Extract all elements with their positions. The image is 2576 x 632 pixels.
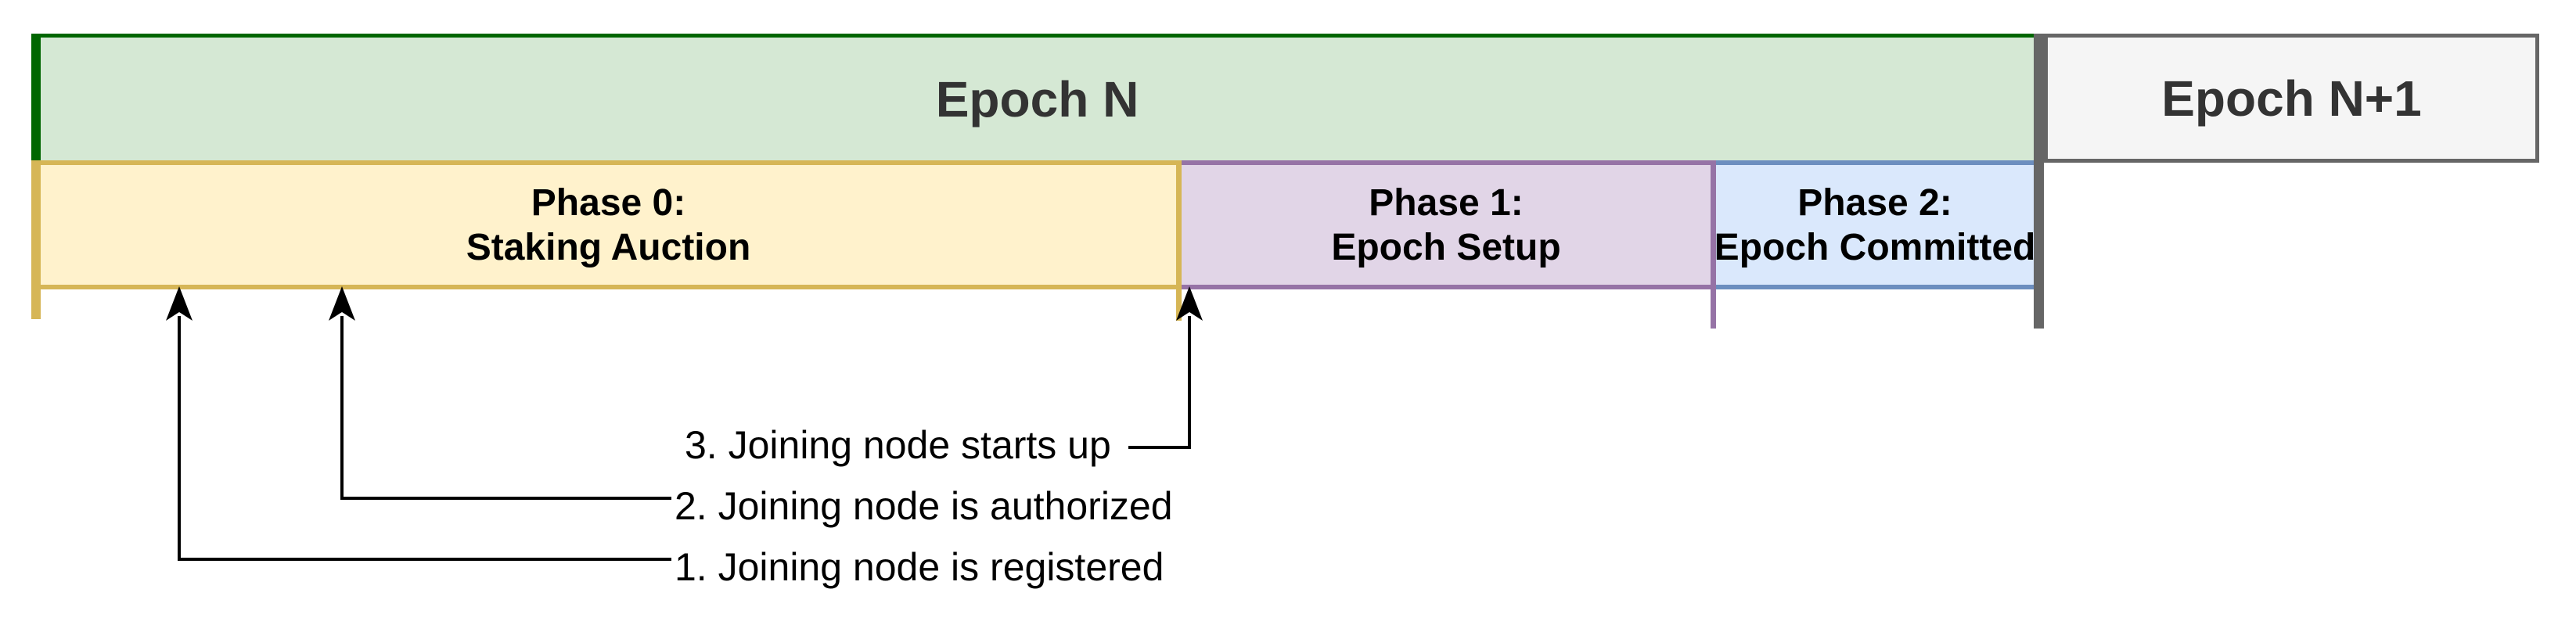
phase-0-label-line1: Phase 0: [531, 181, 686, 224]
annotation-joining-node-registered: 1. Joining node is registered [675, 545, 1164, 589]
annotation-joining-node-authorized: 2. Joining node is authorized [675, 484, 1173, 528]
phase-row-left-bar [31, 160, 41, 319]
phase-1-box: Phase 1: Epoch Setup [1182, 160, 1716, 289]
phase-0-box: Phase 0: Staking Auction [41, 160, 1182, 289]
phase-0-label-line2: Staking Auction [466, 226, 751, 268]
epoch-n1-box: Epoch N+1 [2044, 34, 2539, 163]
epoch-n1-label: Epoch N+1 [2161, 70, 2422, 127]
arrow-1-line [178, 316, 671, 561]
phase0-boundary-tail [1176, 288, 1182, 321]
arrow-1-head-icon [166, 286, 192, 321]
phase-0-label: Phase 0: Staking Auction [466, 181, 751, 270]
phase-2-label: Phase 2: Epoch Committed [1714, 181, 2036, 270]
phase-2-label-line1: Phase 2: [1797, 181, 1952, 224]
epoch-n-label: Epoch N [935, 70, 1139, 127]
epoch-boundary-divider [2034, 34, 2044, 329]
phase-1-label-line2: Epoch Setup [1331, 226, 1561, 268]
phase-2-label-line2: Epoch Committed [1714, 226, 2036, 268]
arrow-2-head-icon [329, 286, 355, 321]
phase-2-box: Phase 2: Epoch Committed [1714, 160, 2036, 289]
arrow-3-head-icon [1176, 286, 1203, 321]
annotation-joining-node-starts-up: 3. Joining node starts up [685, 423, 1111, 467]
phase-1-label: Phase 1: Epoch Setup [1331, 181, 1560, 270]
epoch-n-box: Epoch N [31, 34, 2034, 160]
arrow-3-line [1128, 316, 1191, 449]
arrow-2-line [340, 316, 671, 500]
phase-1-label-line1: Phase 1: [1369, 181, 1524, 224]
phase1-boundary-tail [1711, 288, 1716, 329]
